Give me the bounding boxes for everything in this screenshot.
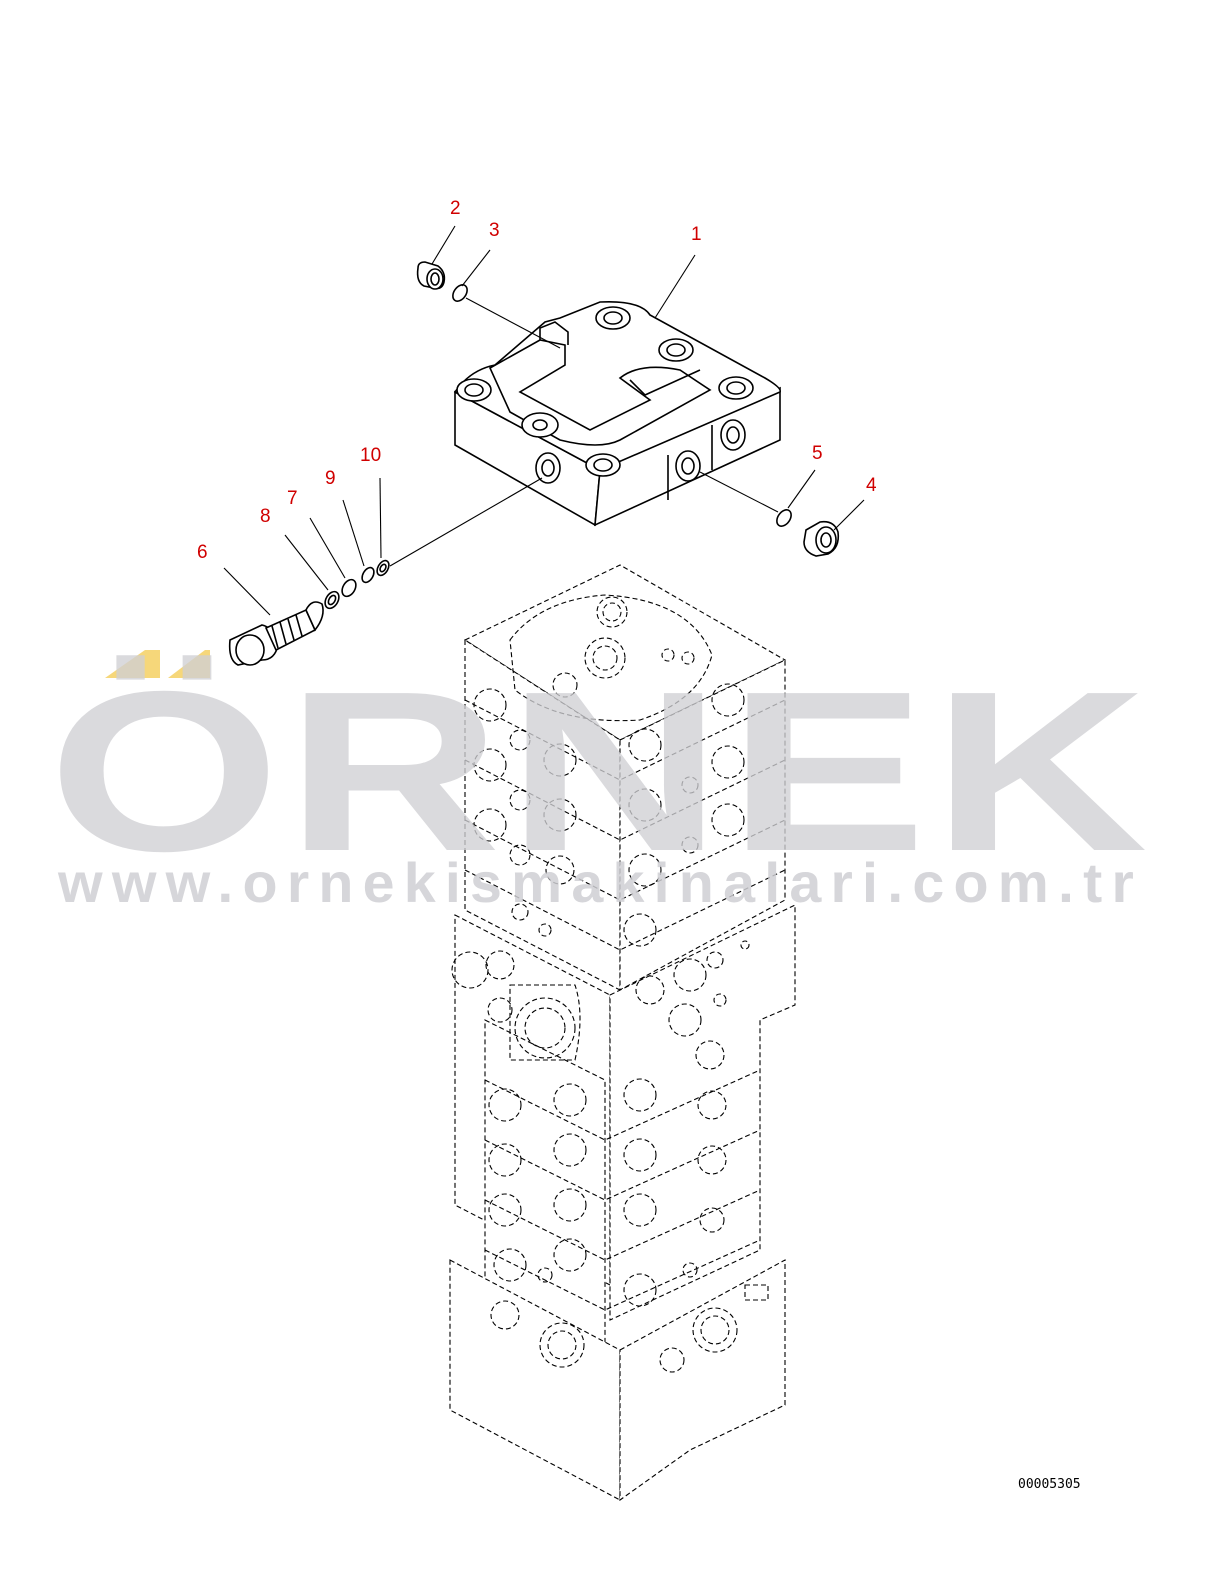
watermark-url: www.ornekismakinalari.com.tr xyxy=(57,851,1143,914)
ring-part-10 xyxy=(376,559,390,577)
callout-9: 9 xyxy=(325,468,336,489)
ring-part-8 xyxy=(324,590,340,610)
control-valve-body xyxy=(449,564,796,1502)
callout-4: 4 xyxy=(866,475,877,496)
o-ring-part-3 xyxy=(452,284,468,302)
callout-10: 10 xyxy=(360,445,381,466)
callout-6: 6 xyxy=(197,542,208,563)
callout-2: 2 xyxy=(450,198,461,219)
ring-part-7 xyxy=(341,578,357,598)
leader-lines xyxy=(223,225,865,616)
plug-part-upper xyxy=(416,261,446,290)
callouts: 1 2 3 4 5 6 7 8 9 10 xyxy=(197,198,877,563)
o-ring-part-5 xyxy=(776,509,792,527)
ring-part-8-inner xyxy=(327,594,337,606)
callout-7: 7 xyxy=(287,488,298,509)
watermark: ÖRNEK www.ornekismakinalari.com.tr xyxy=(48,645,1153,914)
callout-3: 3 xyxy=(489,220,500,241)
callout-1: 1 xyxy=(691,224,702,245)
ring-part-9 xyxy=(361,566,375,584)
drawing-number: 00005305 xyxy=(1018,1477,1081,1492)
watermark-accent-right xyxy=(168,650,210,678)
callout-5: 5 xyxy=(812,443,823,464)
callout-8: 8 xyxy=(260,506,271,527)
plug-part-right xyxy=(803,520,840,557)
cover-part xyxy=(453,300,781,527)
watermark-brand: ÖRNEK xyxy=(48,645,1153,899)
bolt-part-6 xyxy=(228,601,324,666)
watermark-accent-left xyxy=(105,650,160,678)
